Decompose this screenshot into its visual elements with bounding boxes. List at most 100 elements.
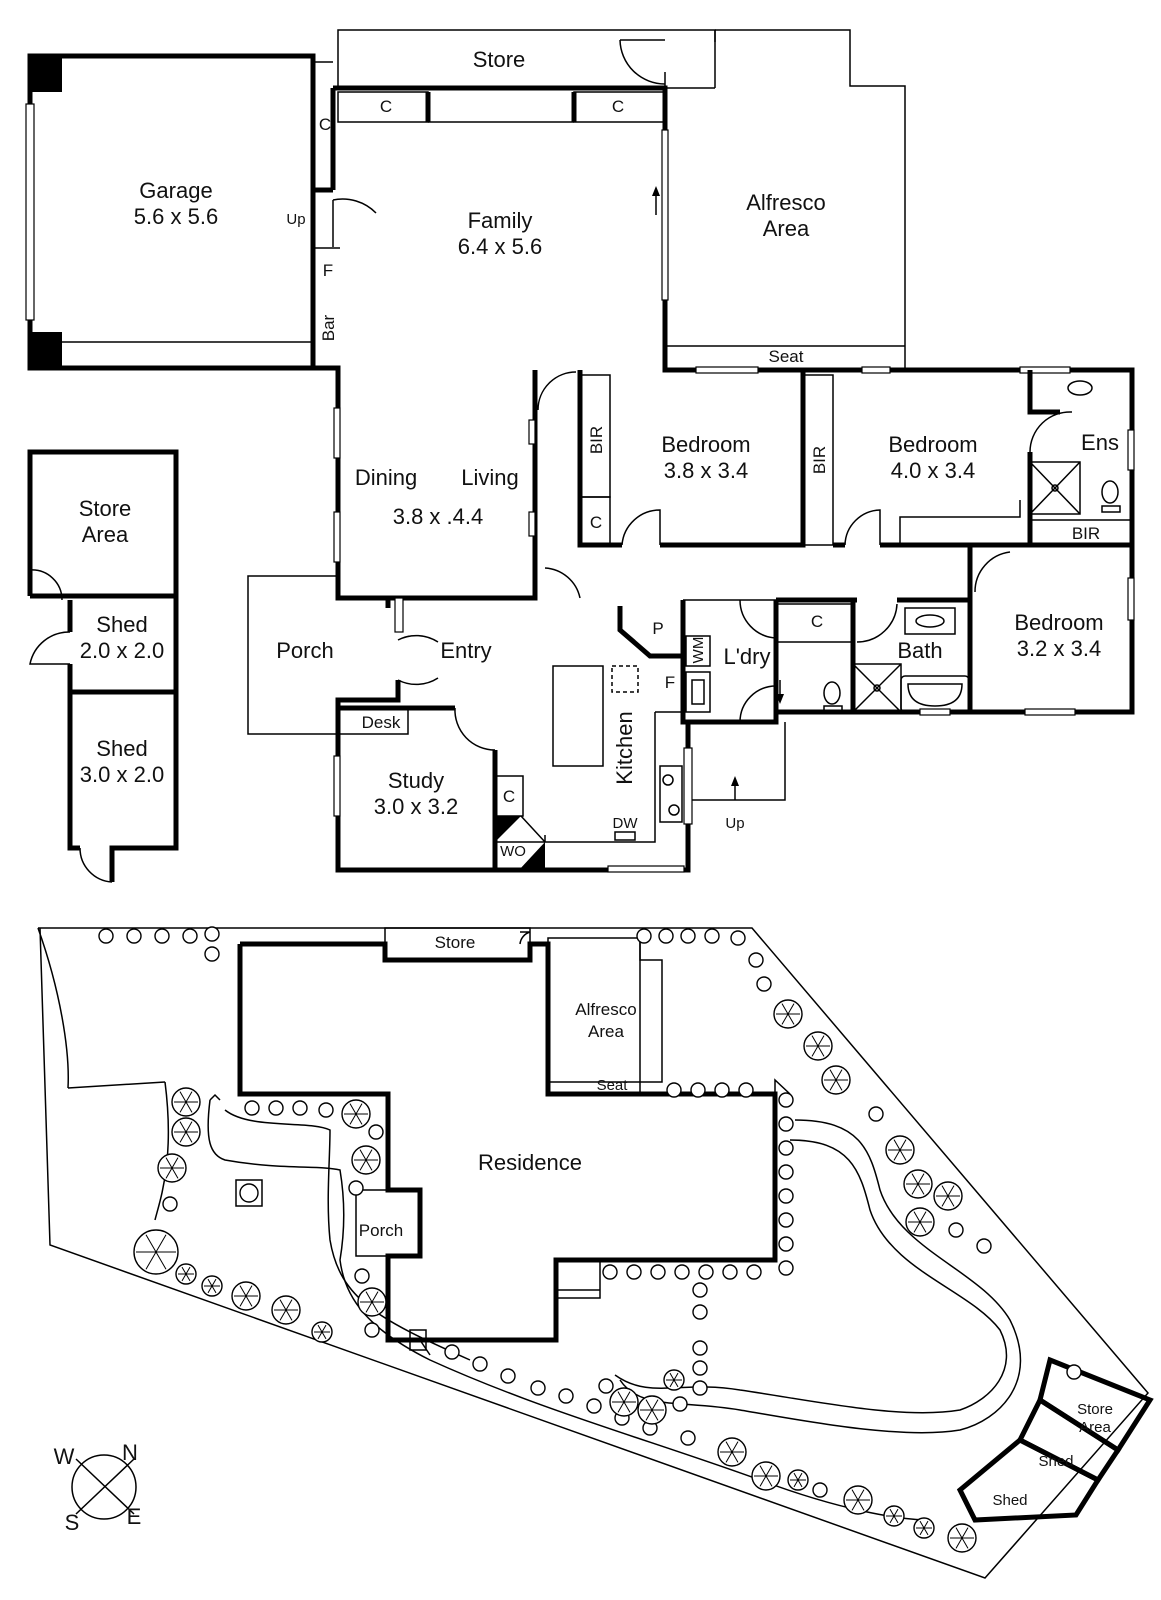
tree-icon xyxy=(126,928,142,944)
tree-detail xyxy=(790,1472,806,1488)
site-shed-b-label: Shed xyxy=(992,1492,1027,1509)
tree-detail xyxy=(908,1211,932,1233)
tree-icon xyxy=(674,1264,690,1280)
tree-icon xyxy=(472,1356,488,1372)
tree-icon xyxy=(602,1264,618,1280)
tree-icon xyxy=(364,1322,380,1338)
bedroom2-label: Bedroom xyxy=(888,432,977,457)
tree-icon xyxy=(666,1082,682,1098)
tree-detail xyxy=(234,1285,258,1307)
seat-label: Seat xyxy=(769,347,804,366)
bedroom3-size: 3.2 x 3.4 xyxy=(1017,636,1101,661)
washing-machine-label: WM xyxy=(690,637,707,664)
compass-south: S xyxy=(65,1510,80,1535)
garage-size: 5.6 x 5.6 xyxy=(134,204,218,229)
bedroom2-bir-label: BIR xyxy=(810,446,829,474)
site-alfresco-label-line1: Alfresco xyxy=(575,1000,636,1019)
tree-icon xyxy=(812,1482,828,1498)
family-label: Family xyxy=(468,208,533,233)
wo-label: WO xyxy=(500,843,526,860)
tree-detail xyxy=(178,1266,194,1282)
tree-icon xyxy=(98,928,114,944)
tree-icon xyxy=(444,1344,460,1360)
bar-label: Bar xyxy=(319,314,338,341)
tree-icon xyxy=(268,1100,284,1116)
tree-icon xyxy=(598,1378,614,1394)
study-label: Study xyxy=(388,768,444,793)
tree-icon xyxy=(244,1100,260,1116)
tree-icon xyxy=(162,1196,178,1212)
tree-icon xyxy=(182,928,198,944)
tree-icon xyxy=(692,1340,708,1356)
bedroom1-label: Bedroom xyxy=(661,432,750,457)
shed2-label: Shed xyxy=(96,736,147,761)
tree-icon xyxy=(1066,1364,1082,1380)
tree-icon xyxy=(692,1360,708,1376)
tree-icon xyxy=(348,1180,364,1196)
dishwasher-label: DW xyxy=(613,815,639,832)
tree-detail xyxy=(666,1372,682,1388)
bedroom1-cupboard-label: C xyxy=(590,513,602,532)
bedroom1-bir-label: BIR xyxy=(587,426,606,454)
tree-detail xyxy=(950,1527,974,1549)
tree-icon xyxy=(976,1238,992,1254)
tree-icon xyxy=(746,1264,762,1280)
kitchen-fridge-label: F xyxy=(665,673,675,692)
dining-living-size: 3.8 x .4.4 xyxy=(393,504,484,529)
tree-icon xyxy=(692,1304,708,1320)
alfresco-label-line1: Alfresco xyxy=(746,190,825,215)
tree-detail xyxy=(136,1234,176,1270)
alfresco-label-line2: Area xyxy=(763,216,810,241)
porch-label: Porch xyxy=(276,638,333,663)
tree-icon xyxy=(704,928,720,944)
tree-detail xyxy=(936,1185,960,1207)
family-cupboard-left-label: C xyxy=(380,97,392,116)
entry-label: Entry xyxy=(440,638,491,663)
tree-icon xyxy=(692,1380,708,1396)
tree-icon xyxy=(948,1222,964,1238)
tree-icon xyxy=(778,1164,794,1180)
tree-icon xyxy=(586,1398,602,1414)
tree-detail xyxy=(888,1139,912,1161)
tree-icon xyxy=(778,1236,794,1252)
bedroom2-size: 4.0 x 3.4 xyxy=(891,458,975,483)
ensuite-bir-label: BIR xyxy=(1072,524,1100,543)
tree-icon xyxy=(500,1368,516,1384)
tree-detail xyxy=(824,1069,848,1091)
dining-label: Dining xyxy=(355,465,417,490)
tree-detail xyxy=(806,1035,830,1057)
store-area-label-line2: Area xyxy=(82,522,129,547)
garage-cupboard-label: C xyxy=(319,115,331,134)
tree-detail xyxy=(640,1399,664,1421)
tree-icon xyxy=(558,1388,574,1404)
site-store-area-line2: Area xyxy=(1079,1419,1111,1436)
tree-icon xyxy=(626,1264,642,1280)
site-shed-a-label: Shed xyxy=(1038,1453,1073,1470)
tree-icon xyxy=(690,1082,706,1098)
tree-icon xyxy=(778,1212,794,1228)
site-alfresco-label-line2: Area xyxy=(588,1022,624,1041)
tree-detail xyxy=(360,1291,384,1313)
tree-detail xyxy=(344,1103,368,1125)
bath-cupboard-label: C xyxy=(811,612,823,631)
compass-rose xyxy=(71,1454,137,1520)
site-trees xyxy=(98,926,1082,1553)
desk-label: Desk xyxy=(362,713,401,732)
tree-detail xyxy=(204,1278,220,1294)
tree-icon xyxy=(778,1188,794,1204)
tree-detail xyxy=(160,1157,184,1179)
tree-detail xyxy=(274,1299,298,1321)
compass-labels: N E S W xyxy=(54,1440,142,1535)
tree-detail xyxy=(886,1508,902,1524)
store-label: Store xyxy=(473,47,526,72)
residence-label: Residence xyxy=(478,1150,582,1175)
garage-label: Garage xyxy=(139,178,212,203)
tree-icon xyxy=(530,1380,546,1396)
site-store-area-line1: Store xyxy=(1077,1401,1113,1418)
site-seat-label: Seat xyxy=(597,1077,629,1094)
tree-icon xyxy=(738,1082,754,1098)
tree-icon xyxy=(778,1140,794,1156)
study-cupboard-label: C xyxy=(503,787,515,806)
site-porch-label: Porch xyxy=(359,1221,403,1240)
